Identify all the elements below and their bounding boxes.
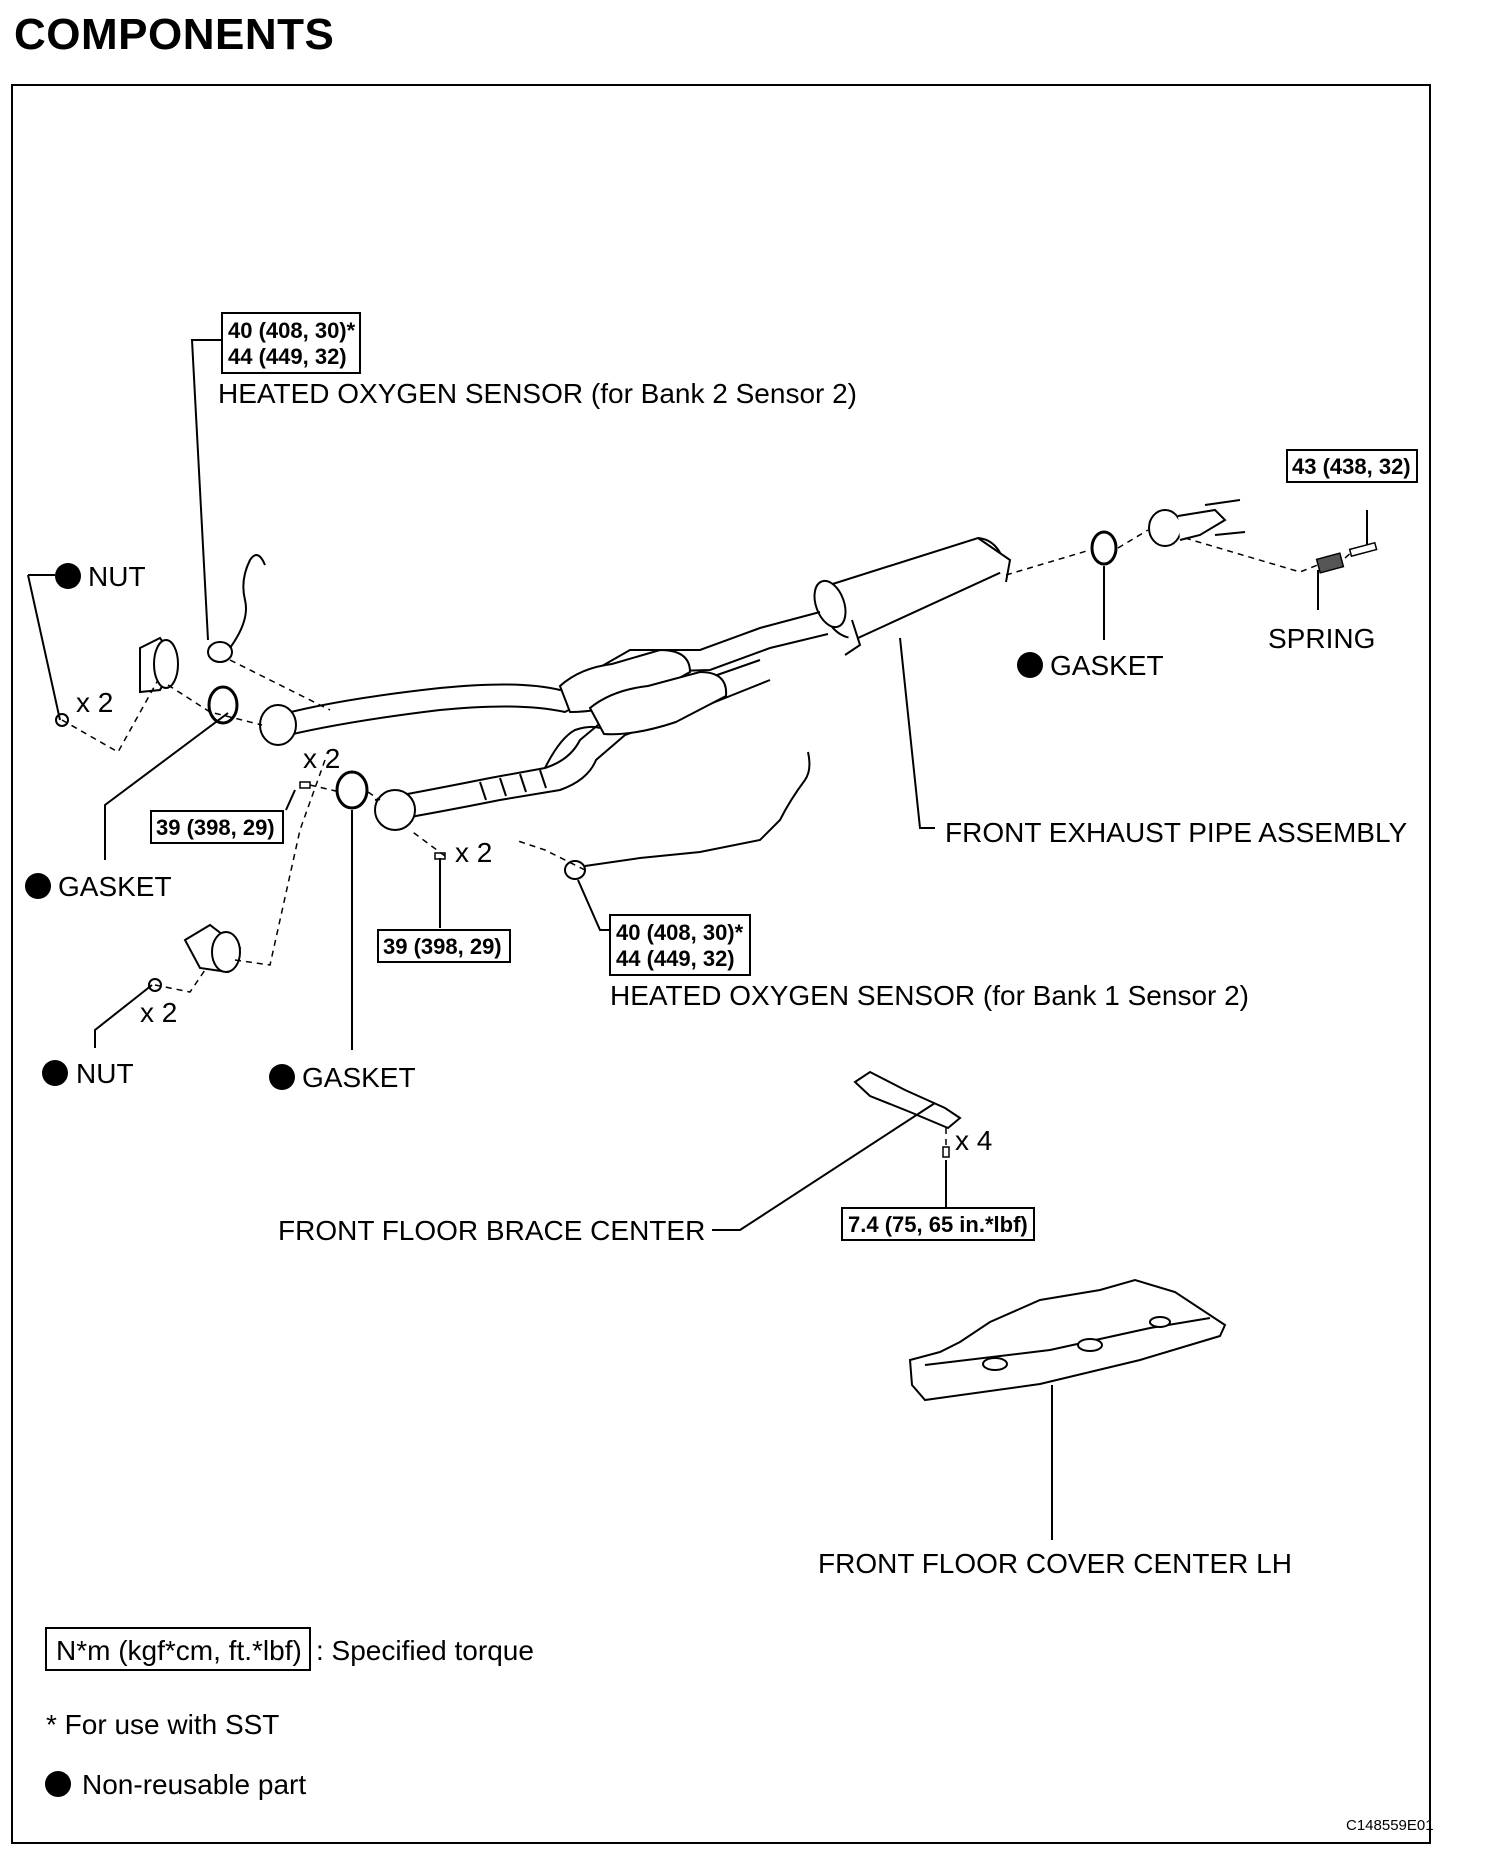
qty-brace-bolts: x 4 bbox=[955, 1125, 992, 1156]
nonreusable-marker-gasket-right bbox=[1017, 652, 1043, 678]
label-gasket-mid: GASKET bbox=[302, 1062, 416, 1093]
legend-nonreusable-marker bbox=[45, 1771, 71, 1797]
front-floor-brace-drawing bbox=[853, 1070, 962, 1130]
qty-bolt-upper: x 2 bbox=[303, 743, 340, 774]
tailpipe-flange-drawing bbox=[1148, 499, 1246, 547]
nonreusable-marker-gasket-mid bbox=[269, 1064, 295, 1090]
torque-brace-bolt: 7.4 (75, 65 in.*lbf) bbox=[848, 1212, 1028, 1237]
nonreusable-marker-gasket-left bbox=[25, 873, 51, 899]
nonreusable-marker-nut-top bbox=[55, 563, 81, 589]
gasket-right-ring bbox=[1090, 530, 1118, 566]
torque-box-o2-bank2: 40 (408, 30)* 44 (449, 32) bbox=[221, 312, 361, 374]
label-nut-bottom: NUT bbox=[76, 1058, 134, 1089]
torque-o2-bank2-line1: 40 (408, 30)* bbox=[228, 318, 356, 343]
legend-torque-units: N*m (kgf*cm, ft.*lbf) bbox=[56, 1635, 302, 1666]
label-spring: SPRING bbox=[1268, 623, 1375, 654]
exhaust-manifold-stub-lower bbox=[183, 923, 242, 974]
legend-torque-desc: : Specified torque bbox=[316, 1635, 534, 1666]
label-gasket-right: GASKET bbox=[1050, 650, 1164, 681]
assembly-dashed-lines bbox=[61, 529, 1353, 1145]
torque-box-spring-bolt: 43 (438, 32) bbox=[1286, 449, 1418, 483]
brace-bolt bbox=[942, 1146, 950, 1158]
torque-o2-bank2-line2: 44 (449, 32) bbox=[228, 344, 347, 369]
qty-bolt-mid: x 2 bbox=[455, 837, 492, 868]
label-front-floor-brace-center: FRONT FLOOR BRACE CENTER bbox=[278, 1215, 705, 1246]
exhaust-manifold-stub-upper bbox=[139, 636, 179, 694]
qty-nut-top: x 2 bbox=[76, 687, 113, 718]
page-title: COMPONENTS bbox=[14, 10, 335, 59]
torque-spring-bolt: 43 (438, 32) bbox=[1292, 454, 1411, 479]
gasket-mid-ring bbox=[335, 770, 369, 810]
label-o2-sensor-bank2: HEATED OXYGEN SENSOR (for Bank 2 Sensor … bbox=[218, 378, 857, 409]
torque-box-brace-bolt: 7.4 (75, 65 in.*lbf) bbox=[841, 1207, 1035, 1241]
front-exhaust-pipe-assembly-drawing bbox=[259, 536, 1012, 831]
label-o2-sensor-bank1: HEATED OXYGEN SENSOR (for Bank 1 Sensor … bbox=[610, 980, 1249, 1011]
torque-box-flange-mid: 39 (398, 29) bbox=[377, 929, 511, 963]
legend-nonreusable-text: Non-reusable part bbox=[82, 1769, 306, 1800]
bolt-upper bbox=[299, 781, 311, 789]
legend: N*m (kgf*cm, ft.*lbf) : Specified torque… bbox=[45, 1627, 534, 1800]
torque-o2-bank1-line1: 40 (408, 30)* bbox=[616, 920, 744, 945]
torque-box-o2-bank1: 40 (408, 30)* 44 (449, 32) bbox=[609, 914, 751, 976]
legend-sst-note: * For use with SST bbox=[46, 1709, 279, 1740]
diagram-frame bbox=[11, 84, 1431, 1844]
torque-flange-mid: 39 (398, 29) bbox=[383, 934, 502, 959]
torque-o2-bank1-line2: 44 (449, 32) bbox=[616, 946, 735, 971]
leader-lines bbox=[27, 339, 1368, 1540]
qty-nut-bottom: x 2 bbox=[140, 997, 177, 1028]
spring-drawing bbox=[1315, 552, 1345, 574]
label-front-exhaust-pipe-assembly: FRONT EXHAUST PIPE ASSEMBLY bbox=[945, 817, 1407, 848]
o2-sensor-bank1-drawing bbox=[564, 751, 811, 880]
torque-box-flange-left: 39 (398, 29) bbox=[150, 810, 284, 844]
nonreusable-marker-nut-bottom bbox=[42, 1060, 68, 1086]
label-nut-top: NUT bbox=[88, 561, 146, 592]
label-front-floor-cover-center-lh: FRONT FLOOR COVER CENTER LH bbox=[818, 1548, 1292, 1579]
o2-sensor-bank2-drawing bbox=[207, 554, 266, 663]
spring-bolt bbox=[1348, 541, 1378, 558]
torque-flange-left: 39 (398, 29) bbox=[156, 815, 275, 840]
figure-code: C148559E01 bbox=[1346, 1817, 1434, 1834]
front-floor-cover-drawing bbox=[908, 1278, 1227, 1402]
legend-torque-box bbox=[45, 1627, 311, 1671]
label-gasket-left: GASKET bbox=[58, 871, 172, 902]
